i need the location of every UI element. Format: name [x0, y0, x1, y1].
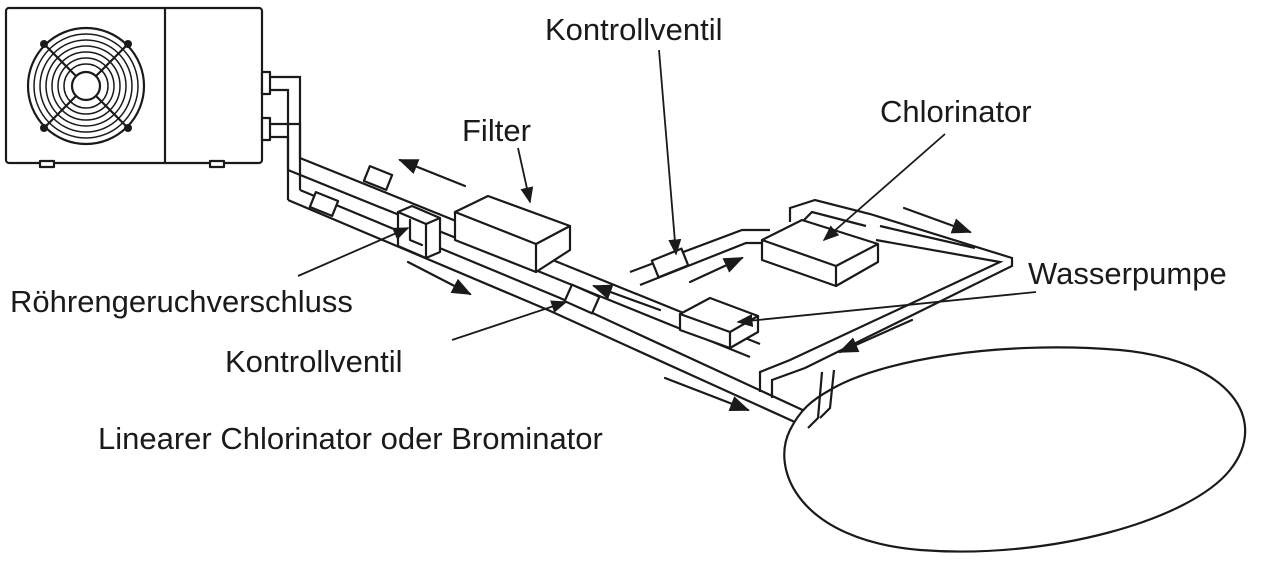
filter-unit — [453, 194, 572, 274]
pipe-coupling — [362, 164, 394, 192]
label-roehrengeruchverschluss: Röhrengeruchverschluss — [10, 284, 353, 319]
pool-inlet-pipes — [807, 369, 836, 429]
pipe-coupling — [308, 190, 340, 218]
water-pump-unit — [678, 296, 760, 350]
label-chlorinator: Chlorinator — [880, 94, 1032, 129]
pipe-trap — [396, 204, 442, 260]
pool — [783, 346, 1247, 553]
check-valve-lower — [563, 283, 601, 315]
label-kontrollventil-top: Kontrollventil — [545, 12, 723, 47]
check-valve-upper — [650, 247, 690, 279]
label-kontrollventil-bottom: Kontrollventil — [225, 344, 403, 379]
leader-lines — [297, 49, 1037, 341]
heat-pump-unit — [4, 6, 272, 169]
chlorinator-unit — [760, 218, 880, 288]
supply-pipe — [270, 122, 821, 430]
label-filter: Filter — [462, 113, 531, 148]
fan-grille-icon — [26, 26, 146, 146]
flow-arrows — [398, 158, 972, 412]
label-linearer-chlorinator: Linearer Chlorinator oder Brominator — [98, 421, 603, 456]
label-wasserpumpe: Wasserpumpe — [1028, 256, 1227, 291]
